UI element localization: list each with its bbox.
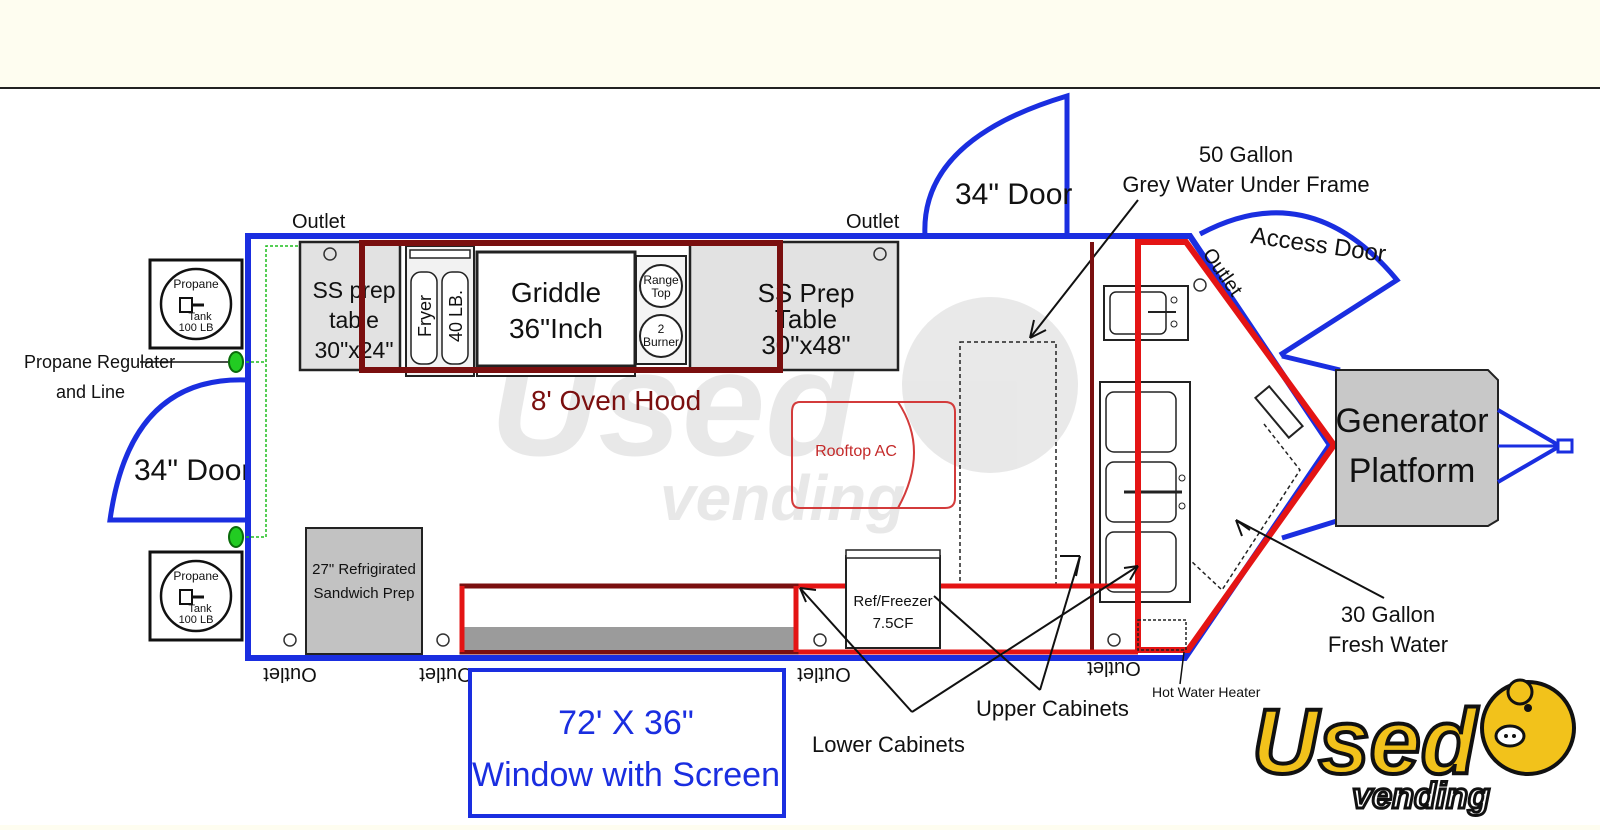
window-sill [464,627,794,650]
lower-cabinets-label: Lower Cabinets [812,732,965,757]
burner-label-1: 2 [658,322,665,336]
oven-hood-outline [359,240,783,373]
ss-prep-table-small [298,240,402,372]
griddle-label-1: Griddle [511,277,601,308]
hot-water-heater [1137,619,1187,651]
outlet-icon [1107,633,1121,647]
fryer-size-label: 40 LB. [446,290,466,342]
propane-tank-upper: Propane Tank 100 LB [148,258,244,350]
outlet-label-bottom-2: Outlet [419,663,473,685]
propane-tank-upper-label-2: Tank [188,311,212,323]
outlet-label-bottom-3: Outlet [797,663,851,685]
outlet-icon [436,633,450,647]
rooftop-ac-label: Rooftop AC [815,443,897,460]
fresh-water-pointer [1235,519,1385,599]
ref-freezer [845,555,941,649]
electric-box [1253,384,1305,440]
used-vending-logo: Used vending [1250,678,1576,818]
outlet-icon [1193,278,1207,292]
left-door-swing [107,377,249,523]
ss-prep-large-label-3: 30"x48" [761,330,850,360]
outlet-bottom-2: Outlet [419,633,473,685]
sandwich-prep-label-1: 27" Refrigirated [312,561,416,578]
outlet-icon [283,633,297,647]
propane-tank-lower-label-1: Propane [173,569,219,583]
outlet-label-bottom-1: Outlet [263,663,317,685]
window-label-1: 72' X 36" [558,704,694,742]
top-door-label: 34" Door [955,178,1072,211]
ss-prep-small-label-3: 30"x24" [315,337,394,363]
fresh-water-tank-dotted [1189,423,1301,592]
generator-label-2: Platform [1349,452,1476,490]
outlet-label-top-left: Outlet [292,211,346,233]
ss-prep-large-label-2: Table [775,304,837,334]
griddle-label-2: 36"Inch [509,313,603,344]
grey-water-pointer [1029,199,1139,339]
burner-icon [639,264,683,308]
logo-vending: vending [1352,775,1490,816]
outlet-icon [323,247,337,261]
outlet-bottom-4: Outlet [1087,633,1141,679]
top-door-swing [922,92,1070,237]
generator-label-1: Generator [1335,402,1488,440]
propane-tank-upper-label-3: 100 LB [179,322,214,334]
outlet-icon [873,247,887,261]
fryer-label: Fryer [415,295,435,337]
cabinet-pointers [799,555,1139,713]
ss-prep-small-label-2: table [329,307,379,333]
access-door-swing [1198,210,1401,358]
upper-cabinets-label: Upper Cabinets [976,696,1129,721]
outlet-bottom-3: Outlet [797,633,851,685]
propane-tank-upper-label-1: Propane [173,277,219,291]
watermark-vending: vending [660,462,905,534]
outlet-label-bottom-4: Outlet [1087,657,1141,679]
range-top-label-1: Range [643,273,679,287]
ss-prep-large-label-1: SS Prep [758,278,855,308]
ref-freezer-label-2: 7.5CF [873,615,914,632]
oven-hood-label: 8' Oven Hood [531,385,701,416]
propane-regulator-label-1: Propane Regulater [24,352,175,372]
range-top-label-2: Top [651,286,671,300]
hitch-coupler [1556,438,1574,454]
left-door-label: 34" Door [134,454,251,487]
window-label-2: Window with Screen [472,756,780,794]
hitch-frame-upper [1281,353,1341,373]
ss-prep-table-large [688,240,900,372]
propane-tank-lower-label-3: 100 LB [179,614,214,626]
ref-freezer-label-1: Ref/Freezer [853,593,932,610]
watermark-pig-icon [902,297,1078,473]
logo-used: Used [1252,691,1479,793]
propane-tank-lower-label-2: Tank [188,603,212,615]
outlet-icon [813,633,827,647]
propane-regulator-upper [228,351,244,373]
propane-regulator-lower [228,526,244,548]
burner-label-2: Burner [643,335,679,349]
fresh-water-label-2: Fresh Water [1328,632,1448,657]
propane-line-lower [236,362,267,538]
hitch-frame-lower [1281,517,1341,541]
rooftop-ac [791,401,915,509]
propane-tank-lower: Propane Tank 100 LB [148,550,244,642]
sandwich-prep [305,527,423,655]
outlet-label-top-center: Outlet [846,211,900,233]
coin-icon [1506,678,1534,706]
grey-water-label-1: 50 Gallon [1199,142,1293,167]
header-band [0,0,1600,88]
hot-water-heater-label: Hot Water Heater [1152,684,1261,700]
ss-prep-small-label-1: SS prep [312,277,395,303]
fresh-water-label-1: 30 Gallon [1341,602,1435,627]
grey-water-label-2: Grey Water Under Frame [1122,172,1369,197]
sandwich-prep-label-2: Sandwich Prep [314,585,415,602]
outlet-bottom-1: Outlet [263,633,317,685]
generator-platform [1335,369,1499,527]
propane-regulator-label-2: and Line [56,382,125,402]
burner-icon [639,314,683,358]
service-window [468,668,786,818]
